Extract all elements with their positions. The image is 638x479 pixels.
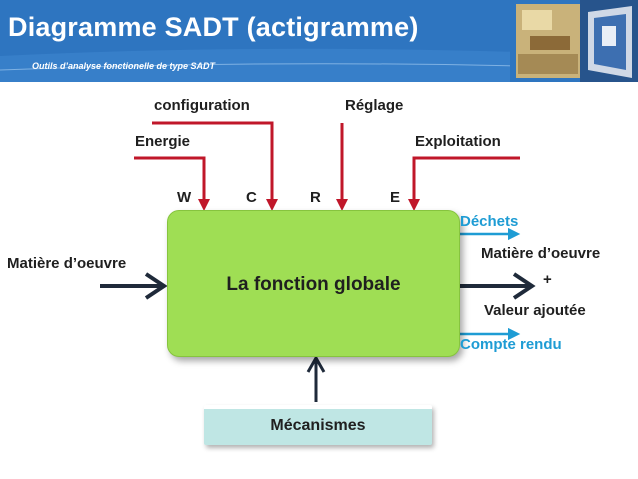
control-label-configuration: configuration — [154, 97, 250, 114]
output-label-plus: + — [543, 271, 552, 288]
control-letter-e: E — [390, 189, 401, 206]
page-title: Diagramme SADT (actigramme) — [8, 12, 419, 42]
control-letter-c: C — [246, 189, 257, 206]
control-label-reglage: Réglage — [345, 97, 404, 114]
control-arrow-energie — [134, 156, 210, 211]
header-photo-collage — [510, 0, 638, 82]
mechanism-box: Mécanismes — [204, 405, 432, 445]
control-arrow-exploitation — [408, 156, 520, 211]
page-subtitle: Outils d’analyse fonctionelle de type SA… — [32, 61, 216, 71]
input-label: Matière d’oeuvre — [7, 255, 127, 272]
control-letter-r: R — [310, 189, 321, 206]
output-label-compte-rendu: Compte rendu — [460, 336, 562, 353]
output-label-dechets: Déchets — [460, 213, 519, 230]
control-label-energie: Energie — [135, 133, 191, 150]
mechanism-arrow — [306, 354, 326, 402]
header-wave-decoration — [0, 48, 521, 82]
output-label-matiere: Matière d’oeuvre — [481, 245, 601, 262]
output-arrow-main — [460, 272, 536, 300]
output-label-valeur: Valeur ajoutée — [484, 302, 586, 319]
function-box: La fonction globale — [167, 210, 460, 357]
mechanism-label: Mécanismes — [270, 417, 366, 434]
function-label: La fonction globale — [226, 274, 401, 295]
control-arrow-configuration — [152, 121, 278, 211]
control-letter-w: W — [177, 189, 192, 206]
header-bar: Diagramme SADT (actigramme) Outils d’ana… — [0, 0, 638, 82]
control-label-exploitation: Exploitation — [415, 133, 501, 150]
input-arrow — [100, 272, 168, 300]
